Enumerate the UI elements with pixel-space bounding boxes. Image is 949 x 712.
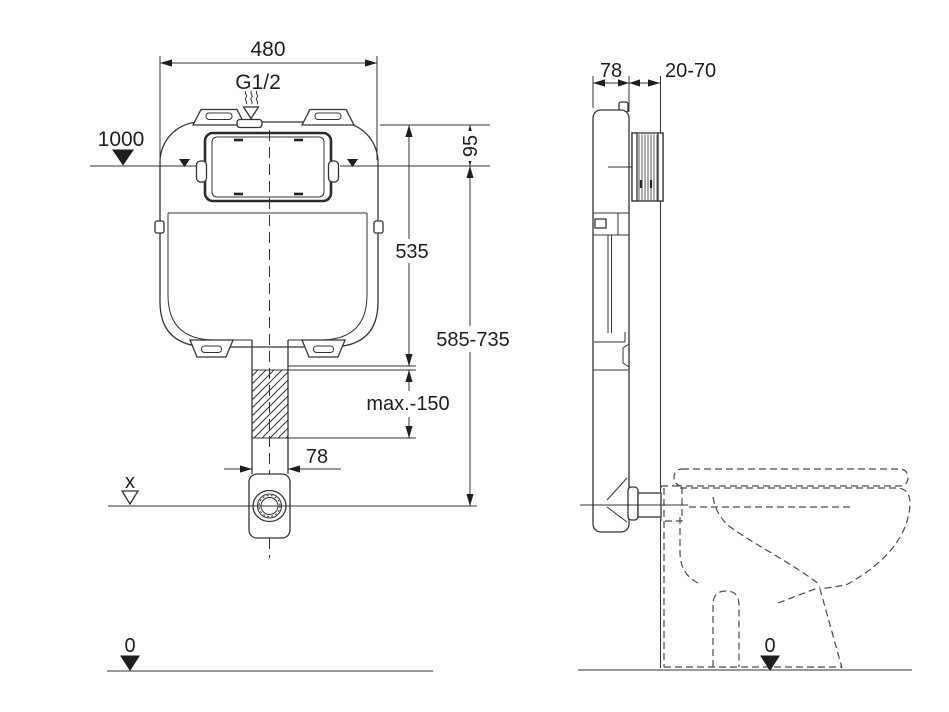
dim-cut-allowance-label: max.-150 [366, 393, 449, 415]
ref-height-triangle-icon [112, 149, 134, 166]
ref-1000: 1000 [98, 128, 145, 166]
frame-tab-left [154, 220, 165, 234]
dim-body-height-label: 535 [395, 241, 428, 263]
dim-pipe-width-label: 78 [306, 446, 328, 468]
water-level-mark-right [347, 159, 358, 167]
supply-thread-label: G1/2 [235, 71, 281, 94]
wc-pedestal-inner [679, 517, 699, 584]
level-zero-left-label: 0 [124, 635, 135, 657]
inner-channel-lines [607, 235, 612, 333]
dim-width-label: 480 [250, 38, 285, 61]
wc-bowl-diagonal [777, 586, 821, 604]
access-panel-inner [211, 136, 325, 198]
level-zero-left-triangle-icon [120, 655, 140, 671]
dim-585-735: 585-735 [436, 166, 510, 506]
access-panel-outer [203, 131, 333, 203]
mount-tab-left [191, 108, 247, 126]
front-view: 480 G1/2 1000 95 535 [90, 38, 510, 672]
protection-box [608, 132, 664, 202]
ground-right: 0 [578, 635, 912, 671]
foot-left-slot [201, 345, 222, 353]
ref-height-label: 1000 [98, 128, 145, 151]
level-zero-right-triangle-icon [760, 655, 780, 671]
wc-pan-dashed [660, 468, 911, 669]
foot-left [189, 339, 234, 358]
dim-pipe-78: 78 [224, 446, 341, 473]
bracket-detail [594, 218, 607, 229]
mount-tab-left-slot [205, 112, 233, 120]
elbow-chevron [606, 477, 628, 523]
dim-95: 95 [460, 125, 482, 166]
level-zero-right-label: 0 [764, 635, 775, 657]
wc-bowl-outer [680, 487, 911, 669]
foot-right-slot [313, 345, 334, 353]
dim-depth-and-wall-range: 78 20-70 [592, 60, 716, 112]
supply-connector-tab [236, 118, 263, 129]
level-x: x [120, 471, 140, 506]
waist-lines [593, 332, 630, 371]
wc-trap [712, 590, 740, 667]
dim-wall-range-label: 20-70 [665, 60, 716, 82]
wc-inlet-sleeve [660, 485, 683, 522]
supply-point-triangle-icon [242, 106, 260, 120]
water-level-mark-left [179, 159, 190, 167]
pipe-flange [627, 486, 639, 521]
dim-535: 535 [288, 125, 429, 367]
dim-actuation-range-label: 585-735 [436, 329, 509, 351]
panel-corner-ticks [234, 138, 303, 196]
panel-clip-left [195, 160, 208, 183]
level-x-label: x [125, 471, 135, 493]
dim-top-offset-label: 95 [460, 135, 482, 157]
dim-width-480: 480 [159, 38, 378, 160]
wc-bowl-inner [712, 496, 820, 585]
dim-depth-label: 78 [600, 60, 622, 82]
mount-tab-right-slot [314, 112, 342, 120]
flush-pipe-sides [251, 340, 289, 474]
level-x-triangle-icon [120, 490, 140, 506]
side-view: 78 20-70 0 [578, 60, 912, 671]
dim-max-150: max.-150 [252, 369, 450, 439]
ground-left: 0 [107, 635, 433, 672]
wc-seat [673, 468, 909, 487]
foot-right [301, 339, 346, 358]
water-flow-icon [244, 90, 259, 105]
mount-tab-right [300, 108, 356, 126]
frame-tab-right [373, 220, 384, 234]
panel-clip-right [327, 160, 340, 183]
pipe-cut-hatch [252, 370, 288, 438]
